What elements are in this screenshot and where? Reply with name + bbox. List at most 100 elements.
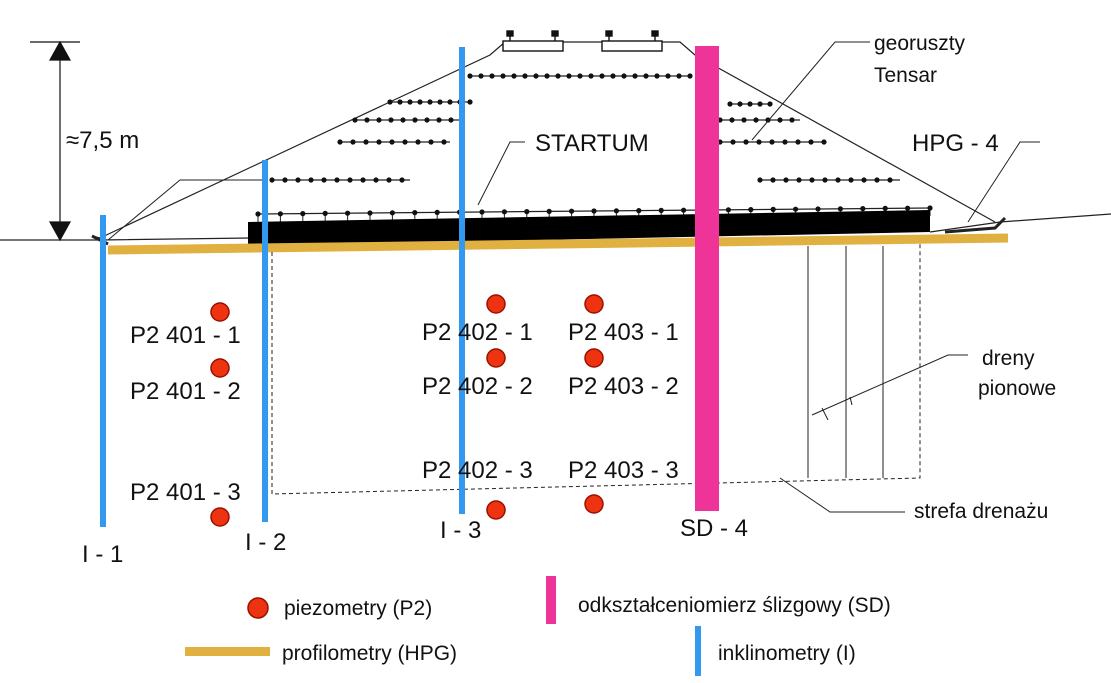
startum-node bbox=[434, 209, 440, 215]
geogrid-node bbox=[743, 139, 749, 145]
geogrid-node bbox=[388, 117, 394, 123]
geogrid-node bbox=[437, 99, 443, 105]
piezometer-403-2 bbox=[584, 348, 604, 368]
geogrid-node bbox=[757, 177, 763, 183]
geogrid-node bbox=[821, 139, 827, 145]
geogrid-node bbox=[337, 139, 343, 145]
label-i1: I - 1 bbox=[82, 541, 123, 568]
geogrid-node bbox=[447, 99, 453, 105]
legend-piezometry-text: piezometry (P2) bbox=[284, 597, 432, 620]
startum-node bbox=[658, 207, 664, 213]
geogrid-node bbox=[861, 177, 867, 183]
piezometer-401-1 bbox=[210, 302, 230, 322]
geogrid-node bbox=[417, 99, 423, 105]
geogrid-node bbox=[544, 73, 550, 79]
piezometers bbox=[210, 294, 604, 527]
piezometer-403-1 bbox=[584, 294, 604, 314]
hpg4-label: HPG - 4 bbox=[912, 130, 999, 157]
geogrid-node bbox=[795, 139, 801, 145]
geogrid-node bbox=[621, 73, 627, 79]
legend-inklinometry-text: inklinometry (I) bbox=[718, 642, 856, 665]
geogrid-node bbox=[767, 101, 773, 107]
piezometer-401-2 bbox=[210, 358, 230, 378]
geogrid-node bbox=[789, 117, 795, 123]
dreny-label: dreny bbox=[982, 347, 1035, 370]
geogrid-node bbox=[727, 101, 733, 107]
piezometer-402-3 bbox=[486, 500, 506, 520]
geogrid-node bbox=[448, 117, 454, 123]
height-label: ≈7,5 m bbox=[66, 127, 139, 154]
geogrid-node bbox=[511, 73, 517, 79]
geogrid-layers bbox=[272, 75, 900, 181]
geogrid-node bbox=[777, 117, 783, 123]
geogrid-node bbox=[757, 101, 763, 107]
geogrid-node bbox=[467, 73, 473, 79]
piezometer-402-1 bbox=[486, 294, 506, 314]
hpg-end-right bbox=[944, 216, 1007, 234]
geogrid-node bbox=[533, 73, 539, 79]
geogrid-node bbox=[753, 117, 759, 123]
label-p402-1: P2 402 - 1 bbox=[422, 319, 533, 346]
geogrid-node bbox=[400, 117, 406, 123]
label-p402-3: P2 402 - 3 bbox=[422, 457, 533, 484]
strefa-label: strefa drenażu bbox=[914, 500, 1048, 523]
legend-odksztalceniomierz-text: odkształceniomierz ślizgowy (SD) bbox=[578, 594, 891, 617]
geogrid-dots bbox=[269, 73, 893, 183]
startum-node bbox=[860, 206, 866, 212]
geogrid-node bbox=[363, 139, 369, 145]
geogrid-node bbox=[376, 139, 382, 145]
legend-inclinometer-swatch bbox=[695, 626, 701, 676]
label-sd4: SD - 4 bbox=[680, 515, 748, 542]
geogrid-node bbox=[687, 73, 693, 79]
startum-node bbox=[501, 209, 507, 215]
piezometer-401-3 bbox=[210, 507, 230, 527]
geogrid-node bbox=[427, 99, 433, 105]
startum-node bbox=[837, 206, 844, 212]
geogrid-node bbox=[729, 117, 735, 123]
startum-node bbox=[569, 208, 575, 214]
geogrid-node bbox=[747, 101, 753, 107]
startum-node bbox=[479, 209, 485, 215]
legend: piezometry (P2) odkształceniomierz ślizg… bbox=[185, 576, 891, 676]
startum-node bbox=[277, 211, 283, 217]
startum-node bbox=[412, 210, 418, 216]
geogrid-node bbox=[269, 177, 275, 183]
geogrid-node bbox=[632, 73, 638, 79]
geogrid-node bbox=[347, 177, 353, 183]
startum-node bbox=[389, 210, 395, 216]
label-p403-1: P2 403 - 1 bbox=[568, 319, 679, 346]
startum-node bbox=[725, 207, 732, 213]
geogrid-node bbox=[555, 73, 561, 79]
geogrid-node bbox=[397, 99, 403, 105]
geogrid-node bbox=[887, 177, 893, 183]
label-p401-2: P2 401 - 2 bbox=[130, 378, 241, 405]
geogrid-node bbox=[566, 73, 572, 79]
geogrid-node bbox=[756, 139, 762, 145]
startum-node bbox=[927, 205, 933, 211]
startum-label: STARTUM bbox=[535, 130, 649, 157]
inclinometer-i1 bbox=[100, 215, 106, 527]
geogrid-node bbox=[376, 117, 382, 123]
geogrid-node bbox=[676, 73, 682, 79]
geogrid-node bbox=[321, 177, 327, 183]
legend-slide-gauge-swatch bbox=[546, 576, 556, 624]
label-p403-2: P2 403 - 2 bbox=[568, 373, 679, 400]
geogrid-node bbox=[500, 73, 506, 79]
geogrid-node bbox=[770, 177, 776, 183]
startum-node bbox=[770, 206, 776, 212]
geogrid-node bbox=[399, 177, 405, 183]
geogrid-node bbox=[796, 177, 802, 183]
inclinometer-i3 bbox=[459, 47, 465, 514]
startum-node bbox=[748, 207, 754, 213]
height-dimension bbox=[30, 40, 80, 242]
geogrid-node bbox=[599, 73, 605, 79]
geogrid-node bbox=[522, 73, 528, 79]
geogrid-node bbox=[412, 117, 418, 123]
startum-node bbox=[255, 211, 261, 217]
geogrid-node bbox=[415, 139, 421, 145]
geogrid-node bbox=[467, 99, 473, 105]
geogrid-node bbox=[364, 117, 370, 123]
geogrid-node bbox=[360, 177, 366, 183]
geogrid-node bbox=[424, 117, 430, 123]
geogrid-node bbox=[822, 177, 828, 183]
